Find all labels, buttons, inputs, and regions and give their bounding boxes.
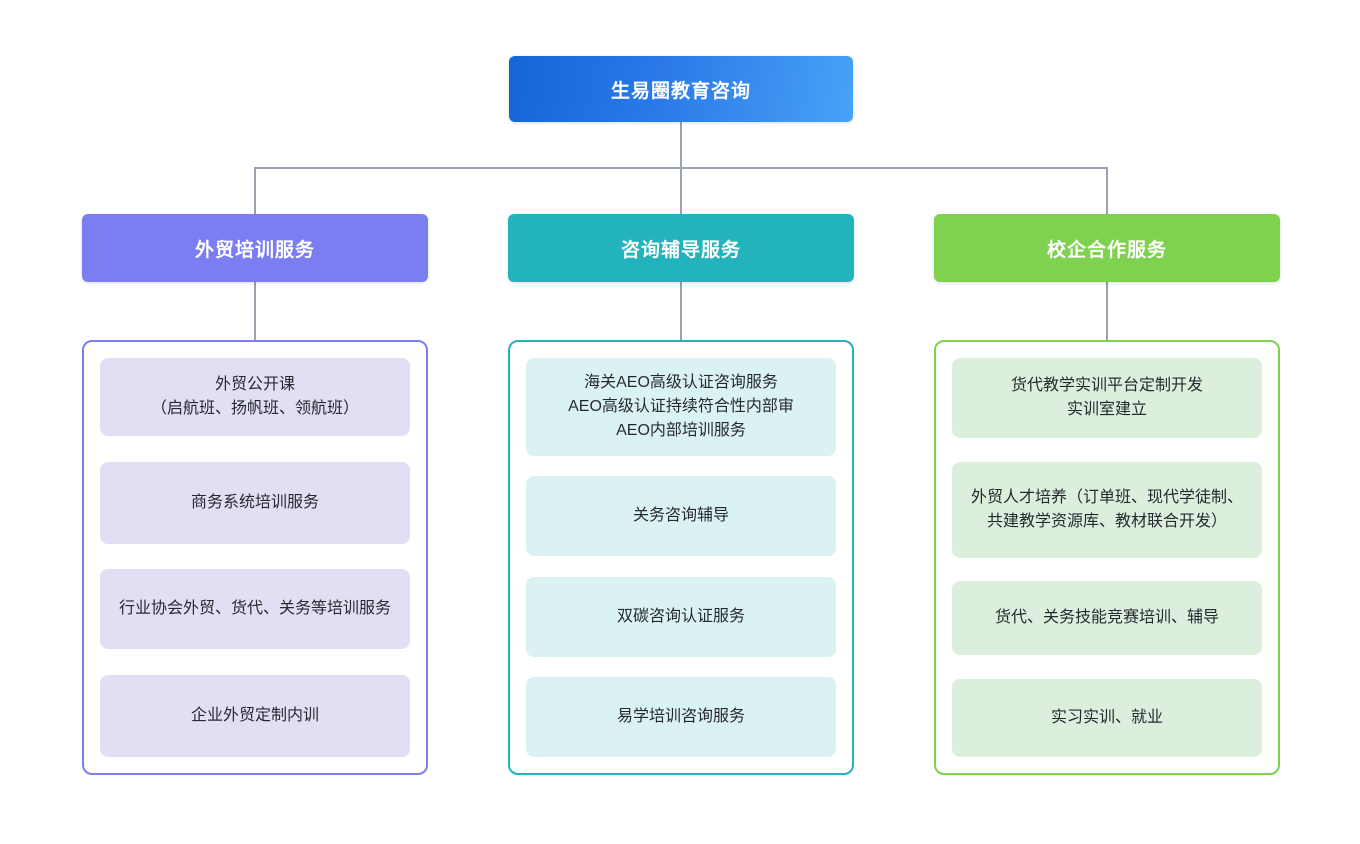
branch-body-3: 货代教学实训平台定制开发 实训室建立 外贸人才培养（订单班、现代学徒制、共建教学… bbox=[934, 340, 1280, 775]
service-card[interactable]: 双碳咨询认证服务 bbox=[526, 576, 836, 657]
connector-root-stem bbox=[680, 122, 682, 168]
service-card[interactable]: 实习实训、就业 bbox=[952, 678, 1262, 757]
service-card[interactable]: 外贸公开课 （启航班、扬帆班、领航班） bbox=[100, 358, 410, 436]
branch-column-2: 咨询辅导服务 海关AEO高级认证咨询服务 AEO高级认证持续符合性内部审 AEO… bbox=[508, 214, 854, 775]
connector-branch-3-to-body bbox=[1106, 282, 1108, 340]
connector-drop-branch-3 bbox=[1106, 167, 1108, 214]
connector-branch-2-to-body bbox=[680, 282, 682, 340]
branch-body-1: 外贸公开课 （启航班、扬帆班、领航班） 商务系统培训服务 行业协会外贸、货代、关… bbox=[82, 340, 428, 775]
service-card[interactable]: 海关AEO高级认证咨询服务 AEO高级认证持续符合性内部审 AEO内部培训服务 bbox=[526, 358, 836, 456]
service-card[interactable]: 易学培训咨询服务 bbox=[526, 676, 836, 757]
service-card[interactable]: 行业协会外贸、货代、关务等培训服务 bbox=[100, 569, 410, 650]
service-card[interactable]: 商务系统培训服务 bbox=[100, 461, 410, 544]
service-card[interactable]: 关务咨询辅导 bbox=[526, 476, 836, 557]
service-card[interactable]: 货代教学实训平台定制开发 实训室建立 bbox=[952, 358, 1262, 438]
connector-branch-1-to-body bbox=[254, 282, 256, 340]
root-node-label: 生易圈教育咨询 bbox=[610, 80, 751, 102]
service-card[interactable]: 货代、关务技能竞赛培训、辅导 bbox=[952, 581, 1262, 656]
service-card[interactable]: 企业外贸定制内训 bbox=[100, 674, 410, 757]
branch-header-1-label: 外贸培训服务 bbox=[194, 239, 315, 261]
connector-drop-branch-1 bbox=[254, 167, 256, 214]
connector-horizontal-bus bbox=[255, 167, 1107, 169]
service-card[interactable]: 外贸人才培养（订单班、现代学徒制、共建教学资源库、教材联合开发） bbox=[952, 461, 1262, 558]
branch-column-3: 校企合作服务 货代教学实训平台定制开发 实训室建立 外贸人才培养（订单班、现代学… bbox=[934, 214, 1280, 775]
branch-header-3-label: 校企合作服务 bbox=[1046, 239, 1167, 261]
branch-header-2-label: 咨询辅导服务 bbox=[620, 239, 741, 261]
branch-column-1: 外贸培训服务 外贸公开课 （启航班、扬帆班、领航班） 商务系统培训服务 行业协会… bbox=[82, 214, 428, 775]
branch-header-1[interactable]: 外贸培训服务 bbox=[82, 214, 428, 282]
branch-header-3[interactable]: 校企合作服务 bbox=[934, 214, 1280, 282]
root-node[interactable]: 生易圈教育咨询 bbox=[509, 56, 853, 122]
branch-header-2[interactable]: 咨询辅导服务 bbox=[508, 214, 854, 282]
branch-body-2: 海关AEO高级认证咨询服务 AEO高级认证持续符合性内部审 AEO内部培训服务 … bbox=[508, 340, 854, 775]
connector-drop-branch-2 bbox=[680, 167, 682, 214]
